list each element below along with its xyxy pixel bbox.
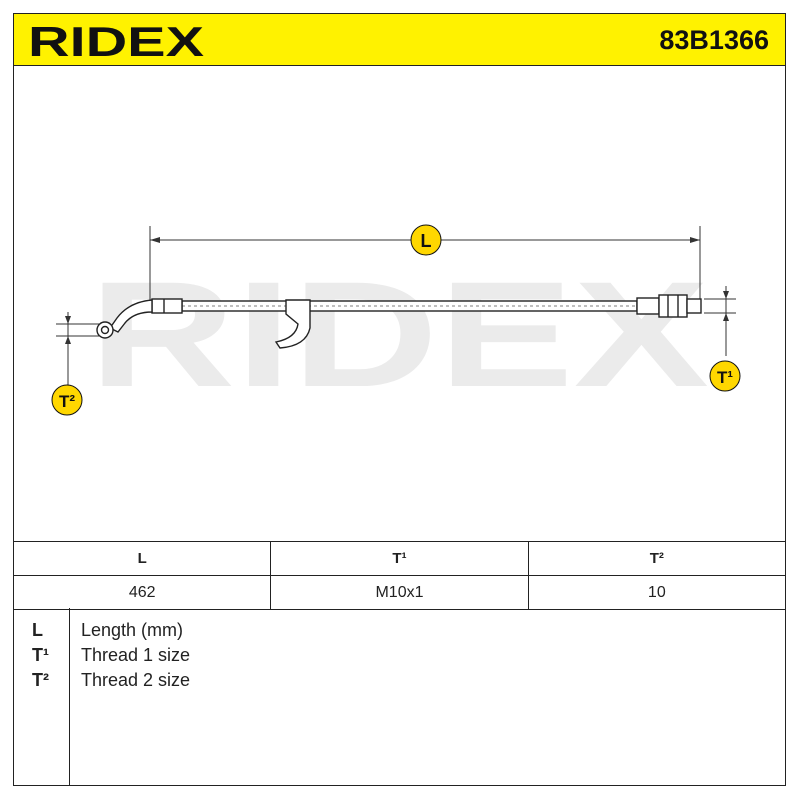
- header-bar: RIDEX 83B1366: [13, 13, 786, 66]
- left-fitting: [96, 298, 183, 339]
- spec-table: L T¹ T² 462 M10x1 10: [12, 541, 787, 610]
- mounting-bracket: [274, 299, 311, 349]
- label-t1: T¹: [717, 368, 733, 387]
- hose-diagram: RIDEX L T¹: [51, 224, 741, 418]
- legend-key: L: [32, 620, 43, 640]
- legend-item: L Length (mm): [14, 620, 714, 645]
- spec-header-row: L T¹ T²: [12, 541, 787, 576]
- t2-arrow-top: [65, 316, 71, 324]
- label-t2: T²: [59, 392, 75, 411]
- t1-arrow-top: [723, 291, 729, 299]
- t1-arrow-bottom: [723, 313, 729, 321]
- spec-value-l: 462: [12, 575, 272, 610]
- legend-text: Thread 2 size: [81, 670, 191, 690]
- legend-item: T¹ Thread 1 size: [14, 645, 714, 670]
- t2-arrow-bottom: [65, 336, 71, 344]
- watermark: RIDEX: [89, 250, 709, 418]
- legend-item: T² Thread 2 size: [14, 670, 714, 695]
- spec-header-l: L: [12, 541, 272, 576]
- thread2-dimension: [56, 312, 100, 386]
- part-number: 83B1366: [659, 25, 769, 55]
- spec-header-t2: T²: [527, 541, 787, 576]
- ridex-logo: RIDEX: [28, 18, 204, 62]
- spec-value-t2: 10: [527, 575, 787, 610]
- legend-key: T¹: [32, 645, 49, 665]
- legend: L Length (mm) T¹ Thread 1 size T² Thread…: [13, 608, 786, 786]
- arrow-left: [150, 237, 160, 243]
- legend-text: Length (mm): [81, 620, 184, 640]
- spec-value-row: 462 M10x1 10: [12, 575, 787, 610]
- badge-t2: [51, 384, 83, 416]
- spec-value-t1: M10x1: [270, 575, 529, 610]
- legend-divider: [69, 608, 70, 786]
- right-fitting: [636, 294, 702, 318]
- arrow-right: [690, 237, 700, 243]
- spec-header-t1: T¹: [270, 541, 529, 576]
- brand-logo-text: RIDEX: [28, 18, 204, 62]
- legend-key: T²: [32, 670, 49, 690]
- legend-text: Thread 1 size: [81, 645, 191, 665]
- label-l: L: [421, 231, 432, 251]
- badge-l: [410, 224, 442, 256]
- hose: [181, 300, 638, 312]
- badge-t1: [709, 360, 741, 392]
